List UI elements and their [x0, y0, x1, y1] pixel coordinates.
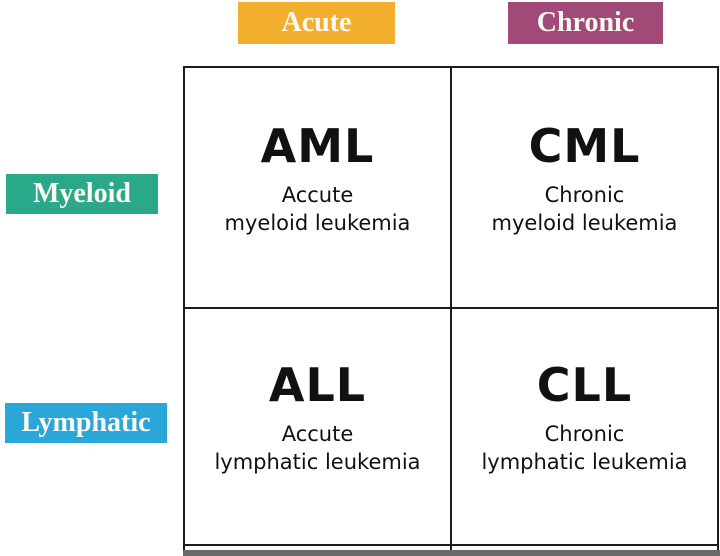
cell-cml: CML Chronic myeloid leukemia — [452, 68, 717, 307]
cell-all-desc-line1: Accute — [281, 421, 354, 446]
cell-all-description: Accute lymphatic leukemia — [214, 420, 420, 476]
cell-cll-abbr: CLL — [536, 357, 633, 412]
matrix-grid: AML Accute myeloid leukemia CML Chronic … — [183, 66, 719, 556]
cell-all: ALL Accute lymphatic leukemia — [185, 309, 450, 544]
row-header-lymphatic-label: Lymphatic — [21, 407, 151, 438]
bottom-edge-bar — [183, 550, 720, 556]
grid-horizontal-divider-1 — [185, 307, 717, 309]
cell-cml-description: Chronic myeloid leukemia — [492, 181, 678, 237]
cell-aml-desc-line2: myeloid leukemia — [224, 210, 411, 235]
cell-cml-desc-line2: myeloid leukemia — [491, 210, 678, 235]
cell-cll-desc-line2: lymphatic leukemia — [481, 449, 688, 474]
cell-all-desc-line2: lymphatic leukemia — [214, 449, 421, 474]
grid-vertical-divider — [450, 68, 452, 556]
row-header-lymphatic: Lymphatic — [5, 403, 167, 443]
cell-aml: AML Accute myeloid leukemia — [185, 68, 450, 307]
cell-aml-description: Accute myeloid leukemia — [225, 181, 411, 237]
cell-cll: CLL Chronic lymphatic leukemia — [452, 309, 717, 544]
row-header-myeloid: Myeloid — [6, 174, 158, 214]
cell-all-abbr: ALL — [268, 357, 367, 412]
column-header-acute: Acute — [238, 2, 395, 44]
cell-cll-desc-line1: Chronic — [544, 421, 625, 446]
grid-horizontal-divider-2 — [185, 544, 717, 546]
cell-cml-abbr: CML — [528, 118, 641, 173]
cell-cll-description: Chronic lymphatic leukemia — [481, 420, 687, 476]
column-header-chronic: Chronic — [508, 2, 663, 44]
cell-cml-desc-line1: Chronic — [544, 182, 625, 207]
cell-aml-desc-line1: Accute — [281, 182, 354, 207]
column-header-chronic-label: Chronic — [536, 7, 635, 38]
cell-aml-abbr: AML — [260, 118, 375, 173]
column-header-acute-label: Acute — [281, 7, 352, 38]
row-header-myeloid-label: Myeloid — [33, 178, 131, 209]
